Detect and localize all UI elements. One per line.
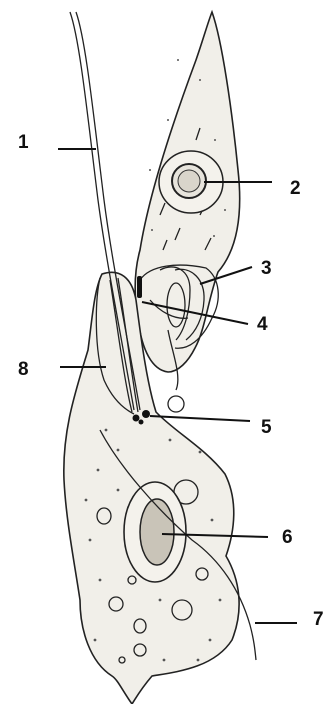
- label-7: 7: [313, 609, 324, 630]
- nucleus-lower: [124, 482, 186, 582]
- label-2: 2: [290, 178, 301, 199]
- structure-4: [137, 276, 142, 298]
- label-6: 6: [282, 527, 293, 548]
- label-4: 4: [257, 314, 268, 335]
- label-5: 5: [261, 417, 272, 438]
- label-3: 3: [261, 258, 272, 279]
- label-1: 1: [18, 132, 29, 153]
- label-8: 8: [18, 359, 29, 380]
